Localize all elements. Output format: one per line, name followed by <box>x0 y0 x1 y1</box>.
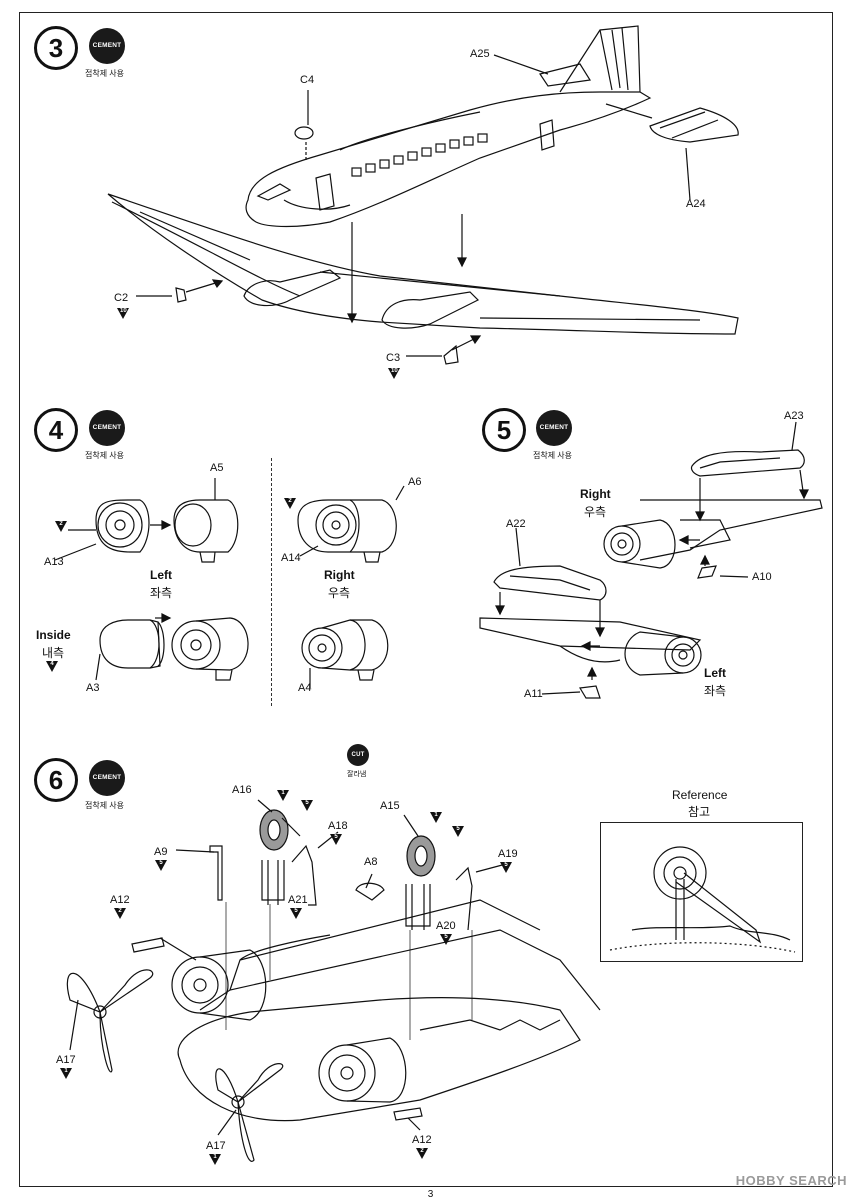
paint-ref-a17-left: 1 <box>60 1068 72 1079</box>
paint-ref-a18: 5 <box>330 834 342 845</box>
part-label-a20: A20 <box>436 920 456 932</box>
part-label-a15: A15 <box>380 800 400 812</box>
part-label-a10: A10 <box>752 571 772 583</box>
part-label-a14: A14 <box>281 552 301 564</box>
part-label-a16: A16 <box>232 784 252 796</box>
part-label-a5: A5 <box>210 462 224 474</box>
paint-ref-a17-bottom: 1 <box>209 1154 221 1165</box>
part-label-a13: A13 <box>44 556 64 568</box>
step3-cement-note: 접착제 사용 <box>85 69 125 78</box>
step4-cement-icon: CEMENT <box>89 410 125 446</box>
part-label-a4: A4 <box>298 682 312 694</box>
paint-ref-a13: 2 <box>55 521 67 532</box>
paint-ref-c2: 10 <box>117 308 129 319</box>
s5-left-label-en: Left <box>704 666 726 680</box>
part-label-a21: A21 <box>288 894 308 906</box>
step3-wing-drawing <box>107 193 739 365</box>
paint-ref-a15-hub: 5 <box>452 826 464 837</box>
part-label-a9: A9 <box>154 846 168 858</box>
part-label-a3: A3 <box>86 682 100 694</box>
page-number: 3 <box>427 1189 434 1200</box>
paint-ref-a16-tire: 1 <box>277 790 289 801</box>
paint-ref-a16-hub: 5 <box>301 800 313 811</box>
watermark: HOBBY SEARCH <box>735 1173 847 1188</box>
step5-wing-drawings <box>479 421 823 699</box>
step3-number: 3 <box>34 26 78 70</box>
part-label-a12-top: A12 <box>110 894 130 906</box>
step6-assembly-drawing <box>66 799 601 1162</box>
part-label-c2: C2 <box>114 292 129 304</box>
step6-cement-note: 접착제 사용 <box>85 801 125 810</box>
step4-engine-drawings <box>54 478 405 688</box>
inside-label-en: Inside <box>36 628 71 642</box>
left-label-en: Left <box>150 568 172 582</box>
step6-number: 6 <box>34 758 78 802</box>
s5-right-label-en: Right <box>580 487 611 501</box>
paint-ref-a19: 5 <box>500 862 512 873</box>
step4-cement-note: 접착제 사용 <box>85 451 125 460</box>
paint-ref-a9: 5 <box>155 860 167 871</box>
part-label-c3: C3 <box>386 352 401 364</box>
part-label-a22: A22 <box>506 518 526 530</box>
step5-cement-note: 접착제 사용 <box>533 451 573 460</box>
step3-fuselage-drawing <box>245 25 739 228</box>
reference-label-ko: 참고 <box>688 805 711 819</box>
part-label-a25: A25 <box>470 48 490 60</box>
s5-right-label-ko: 우측 <box>584 505 607 519</box>
part-label-a12-bottom: A12 <box>412 1134 432 1146</box>
cut-note: 잘라냄 <box>347 771 367 778</box>
inside-label-ko: 내측 <box>42 646 65 660</box>
step4-number: 4 <box>34 408 78 452</box>
part-label-a18: A18 <box>328 820 348 832</box>
left-label-ko: 좌측 <box>150 586 173 600</box>
part-label-a17-left: A17 <box>56 1054 76 1066</box>
reference-box <box>600 822 803 962</box>
part-label-c4: C4 <box>300 74 315 86</box>
part-label-a6: A6 <box>408 476 422 488</box>
paint-ref-a6: 2 <box>284 498 296 509</box>
paint-ref-a12-top: 2 <box>114 908 126 919</box>
reference-drawing <box>609 846 796 953</box>
page-frame <box>19 12 833 1187</box>
paint-ref-a15-tire: 1 <box>430 812 442 823</box>
step6-cement-icon: CEMENT <box>89 760 125 796</box>
cut-icon: CUT <box>347 744 369 766</box>
step4-divider <box>271 458 272 706</box>
step5-cement-icon: CEMENT <box>536 410 572 446</box>
paint-ref-a21: 5 <box>290 908 302 919</box>
part-label-a17-bottom: A17 <box>206 1140 226 1152</box>
part-label-a8: A8 <box>364 856 378 868</box>
paint-ref-a3: 4 <box>46 661 58 672</box>
right-label-ko: 우측 <box>328 586 351 600</box>
paint-ref-a20: 5 <box>440 934 452 945</box>
part-label-a19: A19 <box>498 848 518 860</box>
right-label-en: Right <box>324 568 355 582</box>
step5-number: 5 <box>482 408 526 452</box>
part-label-a11: A11 <box>524 688 543 700</box>
part-label-a23: A23 <box>784 410 804 422</box>
paint-ref-c3: 10 <box>388 368 400 379</box>
paint-ref-a12-bottom: 2 <box>416 1148 428 1159</box>
step3-cement-icon: CEMENT <box>89 28 125 64</box>
s5-left-label-ko: 좌측 <box>704 684 727 698</box>
reference-label-en: Reference <box>672 788 728 802</box>
part-label-a24: A24 <box>686 198 706 210</box>
